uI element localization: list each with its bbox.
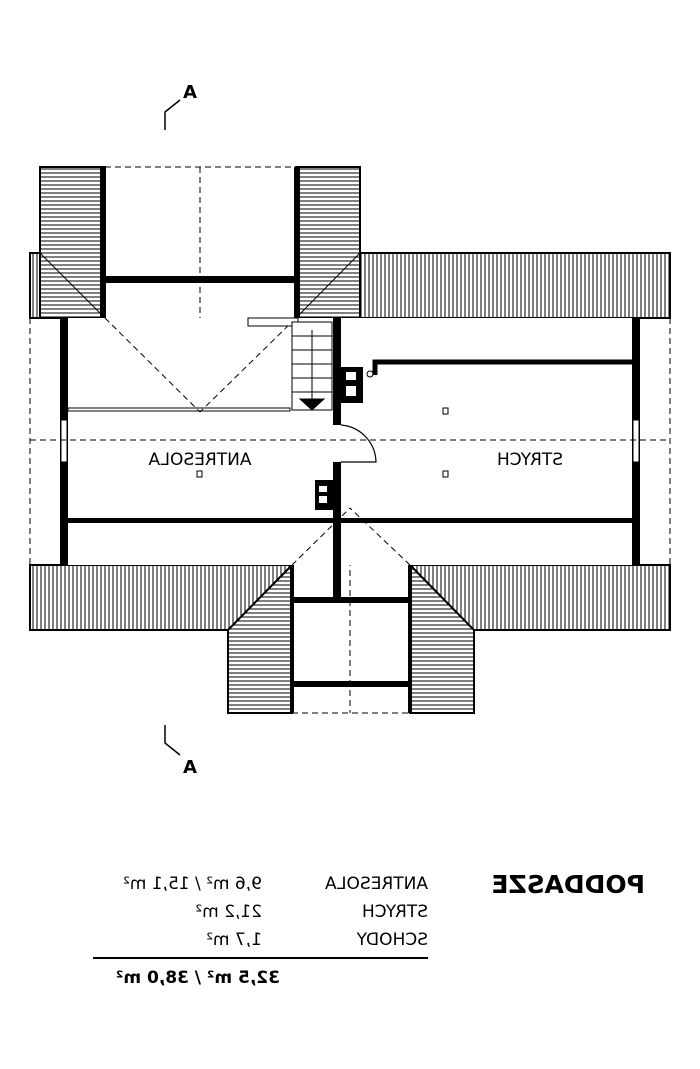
summary-title: PODDASZE: [491, 870, 645, 899]
summary-total: 32,5 m² / 38,0 m²: [116, 968, 280, 988]
dormer-bottom: [227, 510, 475, 714]
section-marker-top: [164, 99, 181, 130]
roof-windows: [196, 407, 449, 478]
walls: [29, 317, 671, 600]
section-label-bottom: A: [183, 757, 197, 778]
section-label-top: A: [183, 82, 197, 103]
summary-row-name: SCHODY: [356, 930, 428, 950]
summary-row-area: 1,7 m²: [206, 930, 262, 950]
room-label-strych: STRYCH: [497, 450, 563, 470]
chimney-lower: [315, 480, 333, 510]
attic-interior: [60, 318, 640, 565]
chimney-upper: [341, 367, 374, 403]
section-marker-bottom: [164, 725, 181, 756]
summary-row-name: STRYCH: [362, 902, 428, 922]
room-label-antresola: ANTRESOLA: [148, 450, 251, 470]
summary-row-area: 21,2 m²: [195, 902, 262, 922]
summary-row-area: 9,6 m² / 15,1 m²: [123, 874, 262, 894]
summary-row-name: ANTRESOLA: [325, 874, 428, 894]
stairs: [247, 317, 333, 411]
